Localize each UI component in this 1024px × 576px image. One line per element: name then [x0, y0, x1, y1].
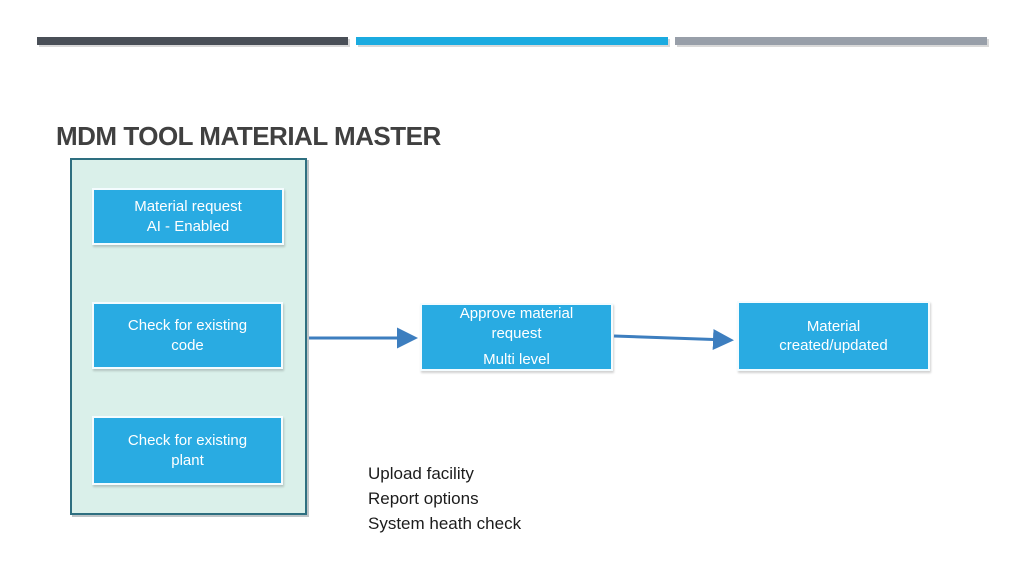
- process-step-approve-request: Approve material request Multi level: [420, 303, 613, 371]
- note-upload-facility: Upload facility: [368, 464, 474, 483]
- arrow-approve-to-result: [613, 328, 734, 350]
- approve-box-label: Approve material request: [459, 305, 574, 342]
- accent-bar-dark: [37, 37, 348, 45]
- notes-list: Upload facility Report options System he…: [368, 461, 521, 536]
- approve-box-sublabel: Multi level: [483, 351, 550, 369]
- process-step-check-plant: Check for existing plant: [92, 416, 283, 485]
- process-step-check-code: Check for existing code: [92, 302, 283, 369]
- process-step-material-created: Material created/updated: [737, 301, 930, 371]
- note-report-options: Report options: [368, 489, 479, 508]
- note-system-health-check: System heath check: [368, 514, 522, 533]
- accent-bar-gray: [675, 37, 987, 45]
- process-step-material-request: Material request AI - Enabled: [92, 188, 284, 245]
- accent-bar-blue: [356, 37, 668, 45]
- slide-title: MDM TOOL MATERIAL MASTER: [56, 121, 441, 151]
